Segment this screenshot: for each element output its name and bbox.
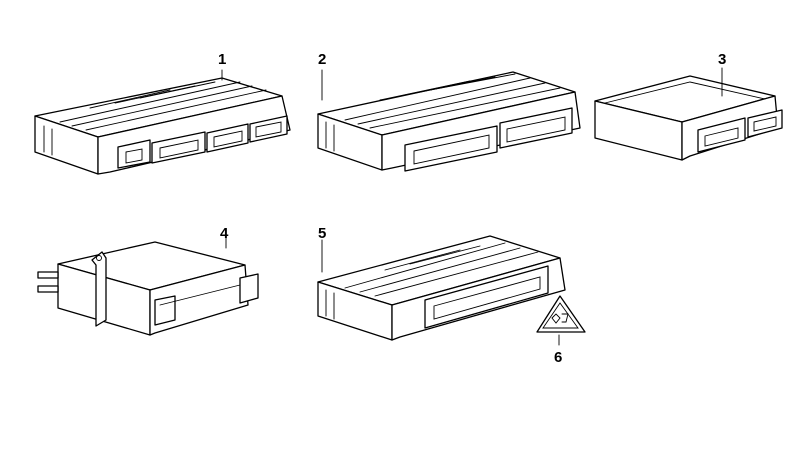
control-module-1[interactable]: 1 xyxy=(34,51,291,175)
control-module-2[interactable]: 2 xyxy=(317,51,581,172)
relay-module-4[interactable]: 4 xyxy=(37,225,259,336)
callout-1: 1 xyxy=(218,51,226,68)
callout-6: 6 xyxy=(554,349,562,366)
control-module-3[interactable]: 3 xyxy=(594,51,783,161)
control-module-5[interactable]: 5 xyxy=(317,225,566,341)
callout-2: 2 xyxy=(318,51,326,68)
warning-label-6[interactable]: 6 xyxy=(536,295,586,366)
callout-5: 5 xyxy=(318,225,326,242)
callout-4: 4 xyxy=(220,225,229,242)
callout-3: 3 xyxy=(718,51,726,68)
